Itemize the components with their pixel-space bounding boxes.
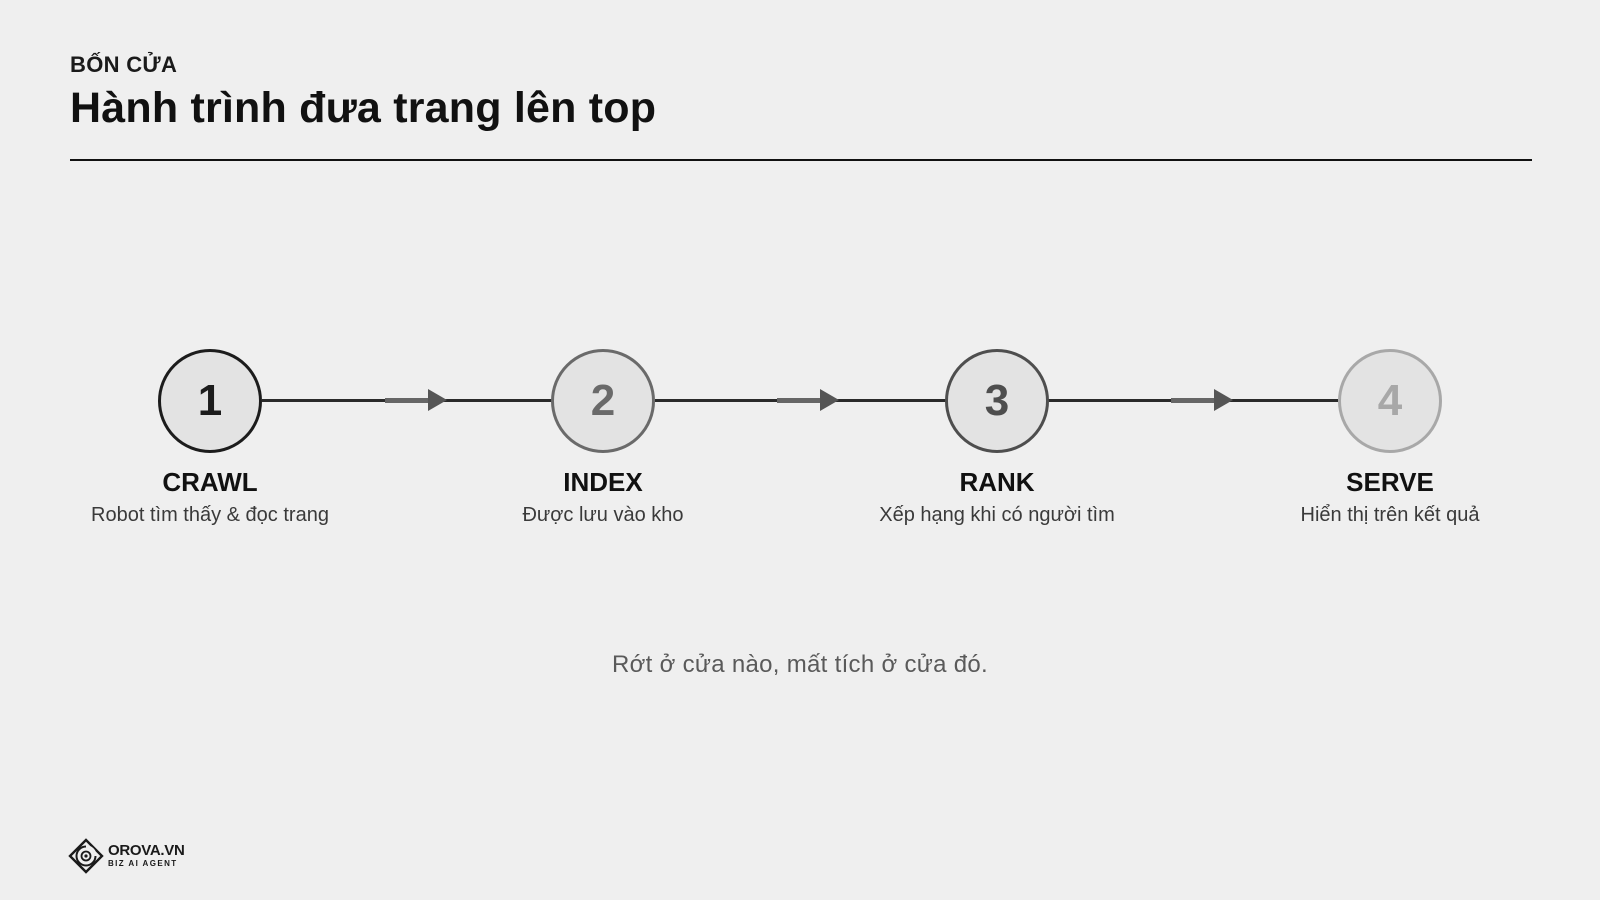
step-2-description: Được lưu vào kho bbox=[522, 504, 684, 526]
connector-accent bbox=[385, 398, 431, 403]
orova-logo-icon bbox=[68, 838, 104, 874]
arrow-right-icon bbox=[428, 389, 447, 411]
brand-name: OROVA.VN bbox=[108, 842, 185, 859]
arrow-right-icon bbox=[820, 389, 839, 411]
brand-subtitle: BIZ AI AGENT bbox=[108, 859, 178, 868]
connector-accent bbox=[777, 398, 823, 403]
connector-1-2 bbox=[262, 389, 552, 411]
step-4-description: Hiển thị trên kết quả bbox=[1300, 504, 1480, 526]
step-2-circle: 2 bbox=[551, 349, 655, 453]
step-2-label: INDEX bbox=[563, 467, 643, 497]
brand-logo: OROVA.VN BIZ AI AGENT bbox=[68, 838, 185, 874]
step-1-circle: 1 bbox=[158, 349, 262, 453]
connector-3-4 bbox=[1048, 389, 1338, 411]
tagline: Rớt ở cửa nào, mất tích ở cửa đó. bbox=[611, 651, 989, 678]
brand-text: OROVA.VN BIZ AI AGENT bbox=[108, 843, 185, 869]
connector-2-3 bbox=[655, 389, 946, 411]
step-3-circle: 3 bbox=[945, 349, 1049, 453]
eyebrow-label: BỐN CỬA bbox=[70, 52, 178, 77]
connector-accent bbox=[1171, 398, 1217, 403]
step-3-label: RANK bbox=[959, 467, 1035, 497]
step-1-label: CRAWL bbox=[162, 467, 258, 497]
step-4-circle: 4 bbox=[1338, 349, 1442, 453]
title-divider bbox=[70, 159, 1532, 161]
process-flow: 1 2 3 4 bbox=[0, 330, 1600, 453]
step-3-description: Xếp hạng khi có người tìm bbox=[879, 504, 1115, 526]
page-title: Hành trình đưa trang lên top bbox=[70, 84, 657, 132]
step-1-description: Robot tìm thấy & đọc trang bbox=[91, 504, 329, 526]
step-4-label: SERVE bbox=[1346, 467, 1434, 497]
arrow-right-icon bbox=[1214, 389, 1233, 411]
